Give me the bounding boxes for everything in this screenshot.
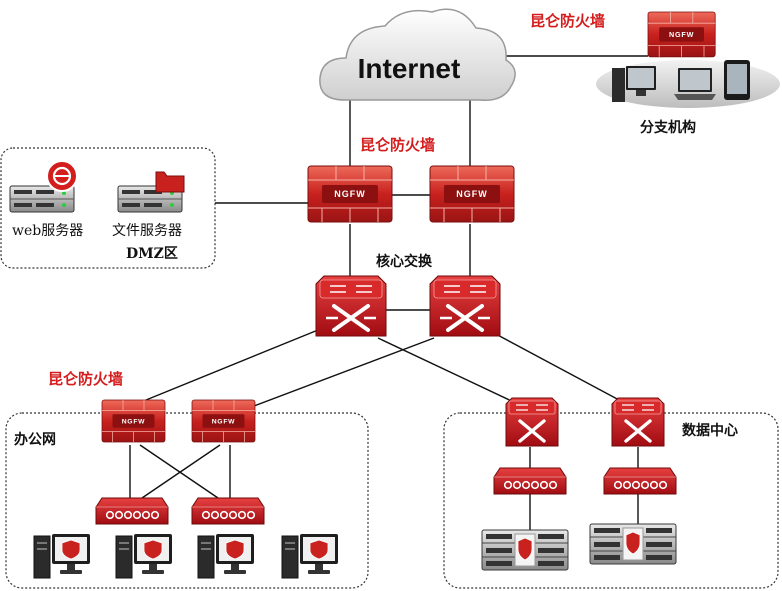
pc-icon (281, 533, 339, 579)
laptop-icon (674, 68, 716, 100)
office-zone (5, 412, 369, 589)
ngfw-badge: NGFW (669, 30, 694, 39)
branch-office: NGFW (596, 11, 780, 108)
data-center-label: 数据中心 (682, 422, 738, 439)
office-firewall-1: NGFW (101, 399, 166, 443)
dc-hub-1 (493, 467, 567, 495)
cloud-label: Internet (358, 53, 461, 84)
link-sw2-officefw2 (237, 337, 435, 413)
office-net-label: 办公网 (14, 431, 56, 448)
core-switch-1 (314, 274, 388, 338)
top-firewall-label: 昆仑防火墙 (360, 136, 435, 154)
dc-server-2 (589, 523, 677, 565)
office-pc-3 (197, 533, 255, 579)
internet-cloud: Internet (319, 8, 516, 101)
server-icon (589, 523, 677, 565)
network-links (129, 55, 648, 530)
switch-icon (504, 396, 560, 448)
core-switch-2 (428, 274, 502, 338)
dc-switch-2 (610, 396, 666, 448)
dc-switch-1 (504, 396, 560, 448)
office-firewall-2: NGFW (191, 399, 256, 443)
tablet-icon (724, 60, 750, 100)
link-sw1-dcsw1 (377, 337, 521, 406)
ngfw-badge: NGFW (456, 189, 488, 199)
link-sw1-officefw1 (145, 329, 319, 401)
office-firewall-label: 昆仑防火墙 (48, 370, 123, 388)
hub-icon (95, 497, 169, 525)
ngfw-badge: NGFW (212, 418, 236, 425)
pc-icon (197, 533, 255, 579)
hub-icon (191, 497, 265, 525)
ngfw-badge: NGFW (334, 189, 366, 199)
link-sw2-dcsw2 (491, 331, 635, 409)
folder-icon (155, 171, 185, 193)
pc-icon (612, 66, 656, 102)
dmz-label: DMZ区 (126, 246, 178, 262)
branch-label: 分支机构 (640, 119, 696, 136)
server-icon (481, 529, 569, 571)
dc-hub-2 (603, 467, 677, 495)
switch-icon (610, 396, 666, 448)
office-hub-2 (191, 497, 265, 525)
ngfw-badge: NGFW (122, 418, 146, 425)
office-pc-2 (115, 533, 173, 579)
pc-icon (115, 533, 173, 579)
hub-icon (493, 467, 567, 495)
link-officefw2-hub1 (141, 444, 221, 499)
branch-firewall: NGFW (647, 11, 716, 58)
dmz-zone (0, 147, 216, 269)
hub-icon (603, 467, 677, 495)
file-server (117, 171, 185, 213)
top-firewall-2: NGFW (429, 165, 515, 223)
office-pc-1 (33, 533, 91, 579)
dc-server-1 (481, 529, 569, 571)
branch-firewall-label: 昆仑防火墙 (530, 12, 605, 30)
pc-icon (33, 533, 91, 579)
file-server-label: 文件服务器 (112, 223, 182, 239)
office-pc-4 (281, 533, 339, 579)
web-server-label: web服务器 (12, 223, 83, 239)
link-officefw1-hub2 (139, 444, 219, 499)
top-firewall-1: NGFW (307, 165, 393, 223)
web-server (9, 160, 78, 213)
switch-icon (428, 274, 502, 338)
cloud-icon (319, 8, 516, 101)
datacenter-zone (443, 412, 779, 589)
core-switch-label: 核心交换 (376, 253, 433, 270)
office-hub-1 (95, 497, 169, 525)
switch-icon (314, 274, 388, 338)
